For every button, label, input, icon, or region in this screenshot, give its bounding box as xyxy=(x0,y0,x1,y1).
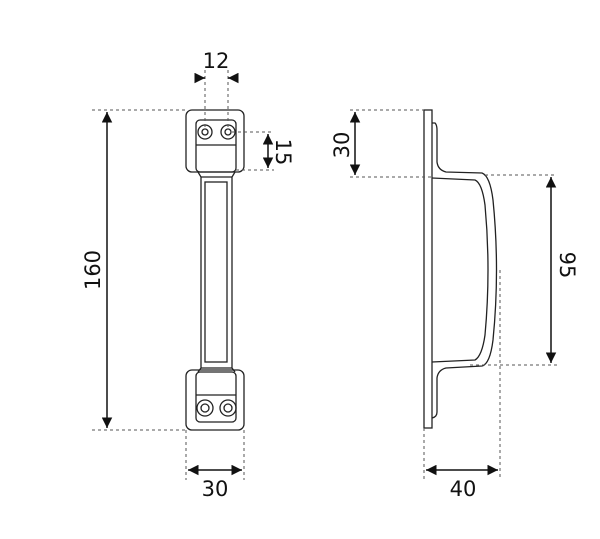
dimension-95: 95 xyxy=(470,174,579,366)
dimension-label: 95 xyxy=(555,252,579,279)
mounting-plate xyxy=(423,109,433,429)
grip xyxy=(431,177,489,363)
dimension-label: 30 xyxy=(330,132,354,159)
front-view xyxy=(185,109,245,431)
dimension-15: 15 xyxy=(232,131,295,171)
shaft-inset xyxy=(204,181,228,363)
dimension-30-width: 30 xyxy=(185,430,245,501)
screw-hole xyxy=(219,399,237,417)
side-view xyxy=(423,109,498,429)
dimension-12: 12 xyxy=(194,49,239,128)
dimension-label: 160 xyxy=(81,250,105,290)
dimension-160: 160 xyxy=(81,109,186,431)
bottom-plate xyxy=(185,369,245,431)
dimension-40: 40 xyxy=(423,270,501,501)
top-plate xyxy=(185,109,245,173)
screw-hole xyxy=(197,124,213,140)
shaft xyxy=(197,171,236,373)
dimension-label: 40 xyxy=(450,477,477,501)
top-plate-inner xyxy=(195,119,237,173)
dimension-label: 15 xyxy=(271,139,295,166)
screw-hole xyxy=(196,399,214,417)
dimension-label: 12 xyxy=(203,49,230,73)
dimension-30-side: 30 xyxy=(330,109,432,178)
dimension-label: 30 xyxy=(202,477,229,501)
